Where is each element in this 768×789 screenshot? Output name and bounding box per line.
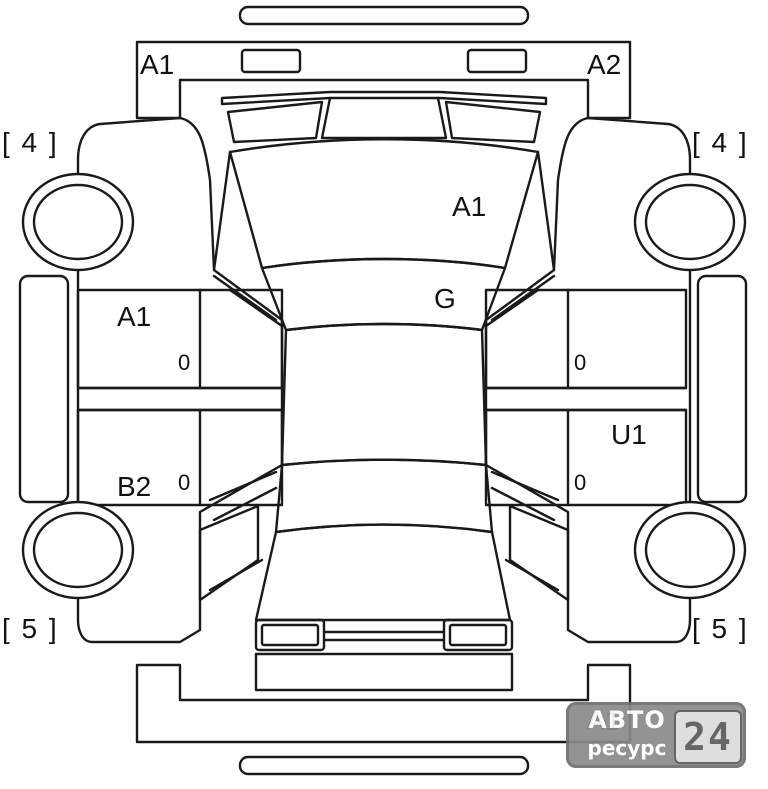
rear-bumper-bar	[238, 755, 530, 776]
front-left-wheel	[21, 172, 135, 272]
tire-front-left: [ 4 ]	[2, 127, 59, 158]
rear-right-light-inner	[448, 623, 508, 647]
label-hood-front-left: A1	[140, 49, 174, 80]
label-rear-left-door: B2	[117, 471, 151, 502]
rear-left-light-inner	[260, 623, 320, 647]
rear-plate-area	[254, 652, 514, 692]
front-bumper	[135, 40, 632, 120]
label-zero-rear-left: 0	[178, 470, 190, 495]
rear-left-wheel	[21, 500, 135, 600]
hood-panel	[228, 138, 540, 270]
right-mirror-trapezoid	[444, 100, 542, 144]
left-a-pillar	[212, 150, 232, 272]
label-zero-front-right: 0	[574, 350, 586, 375]
right-rear-quarter-window	[508, 504, 570, 602]
rear-right-light	[442, 618, 514, 652]
left-side-sill	[18, 274, 70, 504]
watermark-number: 24	[674, 710, 742, 764]
rear-left-light	[254, 618, 326, 652]
left-rocker-line	[76, 386, 284, 412]
hood-vent-bar	[220, 90, 548, 106]
left-mirror-trapezoid	[226, 100, 324, 144]
front-right-headlight	[466, 48, 528, 74]
tire-rear-left: [ 5 ]	[2, 613, 59, 644]
label-hood-front-right: A2	[587, 49, 621, 80]
rear-bumper	[135, 663, 632, 744]
right-a-pillar	[536, 150, 556, 272]
left-pillar-diag	[212, 274, 284, 328]
rear-light-connector	[322, 630, 446, 642]
front-right-wheel	[633, 172, 747, 272]
watermark-line1: АВТО	[588, 706, 666, 734]
front-bumper-bar	[238, 5, 530, 26]
watermark-line2: ресурс	[587, 736, 667, 760]
label-front-left-door: A1	[117, 301, 151, 332]
label-glass: G	[434, 283, 456, 314]
label-windshield: A1	[452, 191, 486, 222]
left-body-outline	[76, 116, 284, 644]
windshield-glass	[260, 257, 507, 332]
rear-right-wheel	[633, 500, 747, 600]
right-body-outline	[484, 116, 692, 644]
tire-rear-right: [ 5 ]	[692, 613, 749, 644]
rear-glass	[274, 458, 494, 534]
roof	[280, 322, 488, 467]
label-rear-right-door: U1	[611, 419, 647, 450]
tire-front-right: [ 4 ]	[692, 127, 749, 158]
right-c-pillar-lines	[490, 470, 560, 592]
label-zero-rear-right: 0	[574, 470, 586, 495]
cowl	[320, 96, 448, 140]
right-pillar-diag	[484, 274, 556, 328]
right-rocker-line	[484, 386, 688, 412]
right-side-sill	[696, 274, 748, 504]
front-left-headlight	[240, 48, 302, 74]
label-zero-front-left: 0	[178, 350, 190, 375]
trunk-panel	[254, 523, 512, 622]
left-rear-quarter-window	[198, 504, 260, 602]
watermark-logo: АВТО ресурс 24	[566, 702, 746, 768]
